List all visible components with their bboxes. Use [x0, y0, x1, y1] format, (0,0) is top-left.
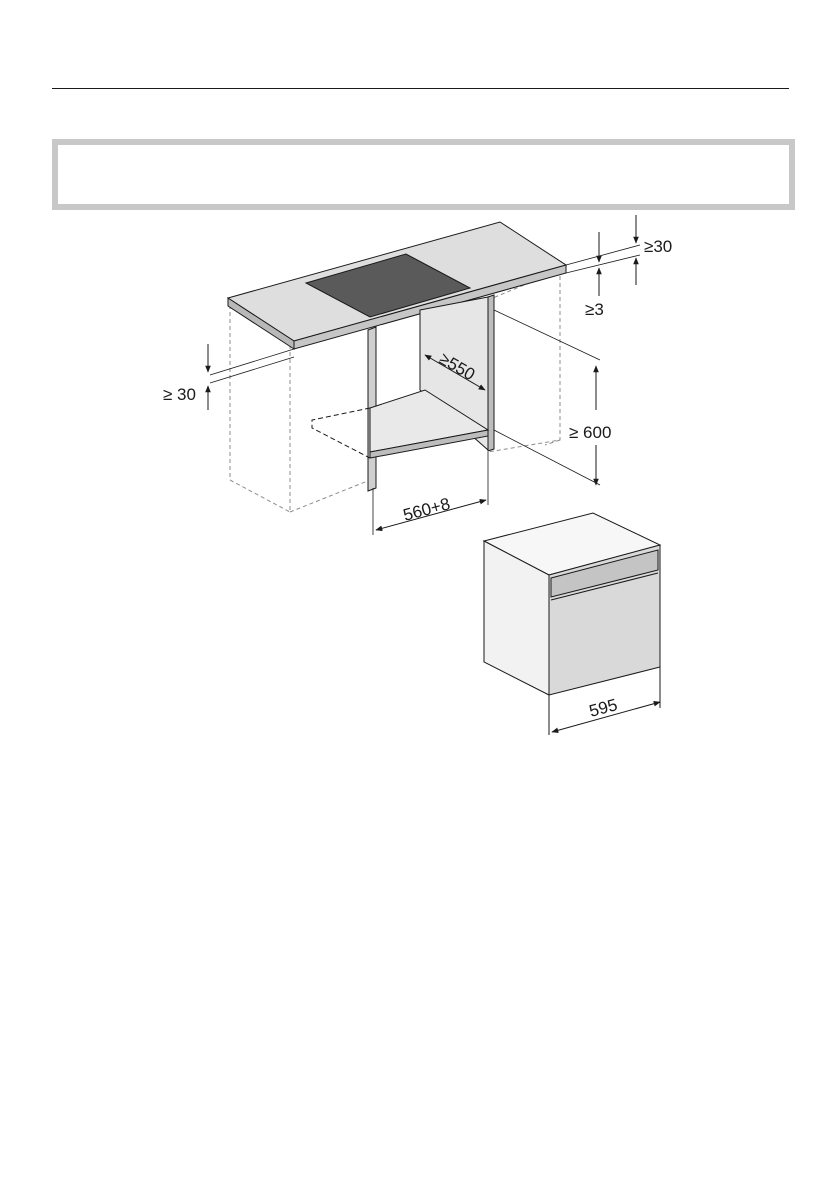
dim-niche-width: 560+8 [401, 494, 452, 525]
dim-worktop-top-clearance: ≥30 [644, 237, 672, 256]
dim-niche-height: ≥ 600 [569, 423, 611, 442]
oven [484, 513, 660, 735]
dim-worktop-front-clearance: ≥ 30 [163, 385, 196, 404]
shelf-dashed-extension [312, 408, 370, 458]
dim-hob-recess: ≥3 [585, 300, 604, 319]
niche-panels [368, 295, 494, 491]
dim-oven-width: 595 [587, 695, 619, 721]
